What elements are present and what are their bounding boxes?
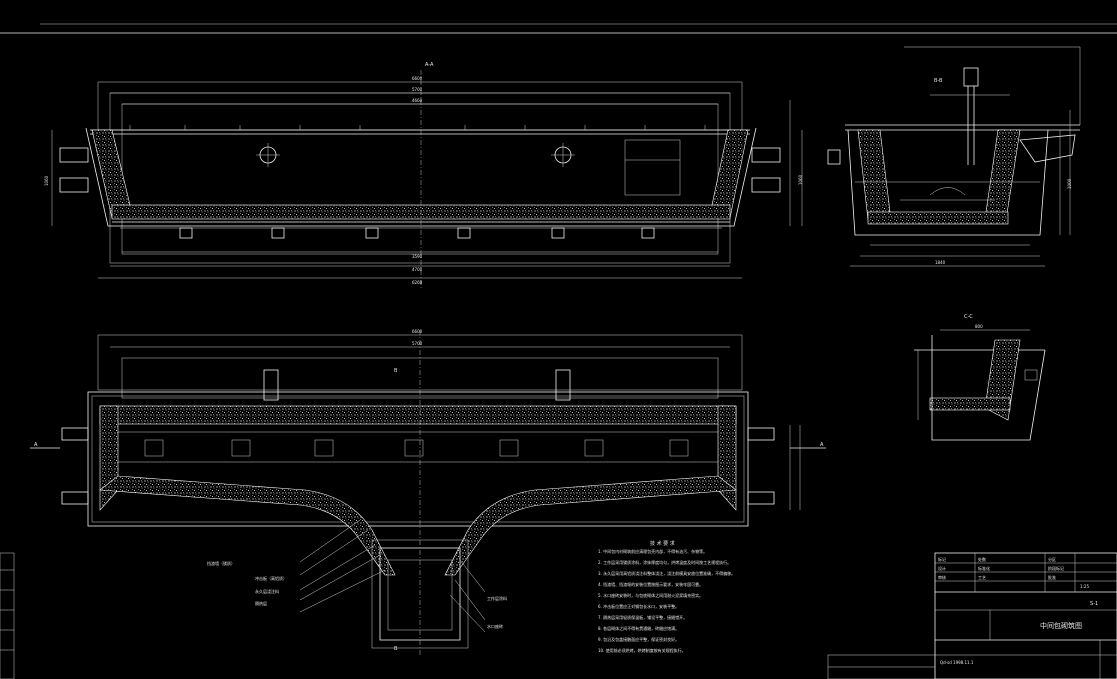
section-b-b-label: B-B — [934, 78, 943, 84]
section-a-a-label: A-A — [425, 62, 434, 68]
callout-6: 水口座砖 — [487, 623, 503, 629]
notes-title: 技 术 要 求 — [650, 540, 675, 547]
dim-left-height: 1060 — [44, 175, 49, 186]
callout-3: 永久层浇注料 — [255, 588, 279, 594]
section-a-a: A-A 6600 5700 4660 — [44, 62, 803, 290]
callout-4: 隔热层 — [255, 600, 267, 606]
title-row2-c: 阶段标记 — [1048, 565, 1064, 571]
dim-side-width: 1840 — [935, 260, 946, 265]
callouts: 挡渣墙（镁质） 冲击板（高铝质） 永久层浇注料 隔热层 工作层涂料 水口座砖 — [207, 560, 507, 629]
note-10: 10. 使用前必须烘烤，烘烤制度按有关规程执行。 — [598, 647, 686, 653]
section-b-b: B-B 1000 1840 — [827, 46, 1081, 267]
left-edge-table — [0, 552, 15, 679]
drawing-code: S-1 — [1090, 601, 1098, 607]
callout-5: 工作层涂料 — [487, 595, 507, 601]
drawing-name: 中间包砌筑图 — [1040, 621, 1082, 630]
note-1: 1. 中间包内衬砌筑前应清理包壳内部，不得有油污、杂物等。 — [598, 548, 707, 554]
note-3: 3. 永久层采用高铝质浇注料整体浇注，浇注前模具安放位置准确，不得偏移。 — [598, 570, 735, 576]
section-c-c: C-C 800 — [914, 314, 1046, 441]
note-8: 8. 各层砌体之间不得有贯通缝，砖缝应饱满。 — [598, 625, 679, 631]
cut-mark-b-top: B — [394, 368, 398, 374]
note-2: 2. 工作层采用镁质涂料，涂抹厚度均匀，烘烤温度及时间按工艺规程执行。 — [598, 559, 731, 565]
title-row3-b: 工艺 — [978, 575, 986, 580]
technical-notes: 技 术 要 求 1. 中间包内衬砌筑前应清理包壳内部，不得有油污、杂物等。 2.… — [598, 540, 735, 653]
note-9: 9. 包沿及包盖接触面应平整，保证密封良好。 — [598, 636, 679, 642]
callout-1: 挡渣墙（镁质） — [207, 560, 235, 566]
dim-top-mid: 5700 — [412, 87, 423, 92]
cut-mark-a-left: A — [34, 442, 38, 448]
note-6: 6. 冲击板位置应正对钢包长水口，安装平整。 — [598, 603, 679, 609]
title-row3-a: 审核 — [938, 574, 946, 580]
title-row2-a: 设计 — [938, 565, 946, 571]
dim-small-width: 800 — [975, 324, 983, 329]
title-row1-b: 处数 — [978, 556, 986, 562]
dim-top-overall: 6600 — [412, 76, 423, 81]
dim-plan-top-mid: 5700 — [412, 341, 423, 346]
dim-bottom-overall: 6260 — [412, 280, 423, 285]
title-row3-c: 批准 — [1048, 574, 1056, 580]
cut-mark-a-right: A — [820, 442, 824, 448]
section-c-c-label: C-C — [964, 314, 973, 320]
bottom-strip-text: Qd-sd 1998.11.1 — [940, 660, 974, 665]
title-row1-a: 标记 — [938, 556, 946, 562]
dim-side-height: 1000 — [1067, 178, 1072, 189]
callout-2: 冲击板（高铝质） — [255, 575, 287, 581]
note-5: 5. 水口座砖安装时，与包底砌体之间用耐火泥浆填充密实。 — [598, 592, 703, 598]
dim-bottom-mid: 4700 — [412, 267, 423, 272]
title-row1-c: 分区 — [1048, 556, 1056, 562]
dim-plan-top-overall: 6600 — [412, 329, 423, 334]
drawing-scale: 1:25 — [1080, 584, 1089, 589]
dim-right-height: 1060 — [798, 174, 803, 185]
cut-mark-b-bottom: B — [394, 646, 398, 652]
dim-bottom-inner: 3590 — [412, 254, 423, 259]
note-7: 7. 隔热层采用轻质保温板，铺设平整，接缝错开。 — [598, 614, 687, 620]
dim-top-inner: 4660 — [412, 98, 423, 103]
title-row2-b: 标准化 — [978, 565, 990, 571]
note-4: 4. 挡渣墙、挡渣堰的安装位置按图示要求，安装牢固可靠。 — [598, 581, 703, 587]
bottom-strip: Qd-sd 1998.11.1 — [827, 654, 974, 679]
title-block: 标记 处数 分区 设计 标准化 阶段标记 审核 工艺 批准 1:25 S-1 中… — [934, 552, 1117, 679]
plan-view: 6600 5700 — [30, 329, 826, 655]
